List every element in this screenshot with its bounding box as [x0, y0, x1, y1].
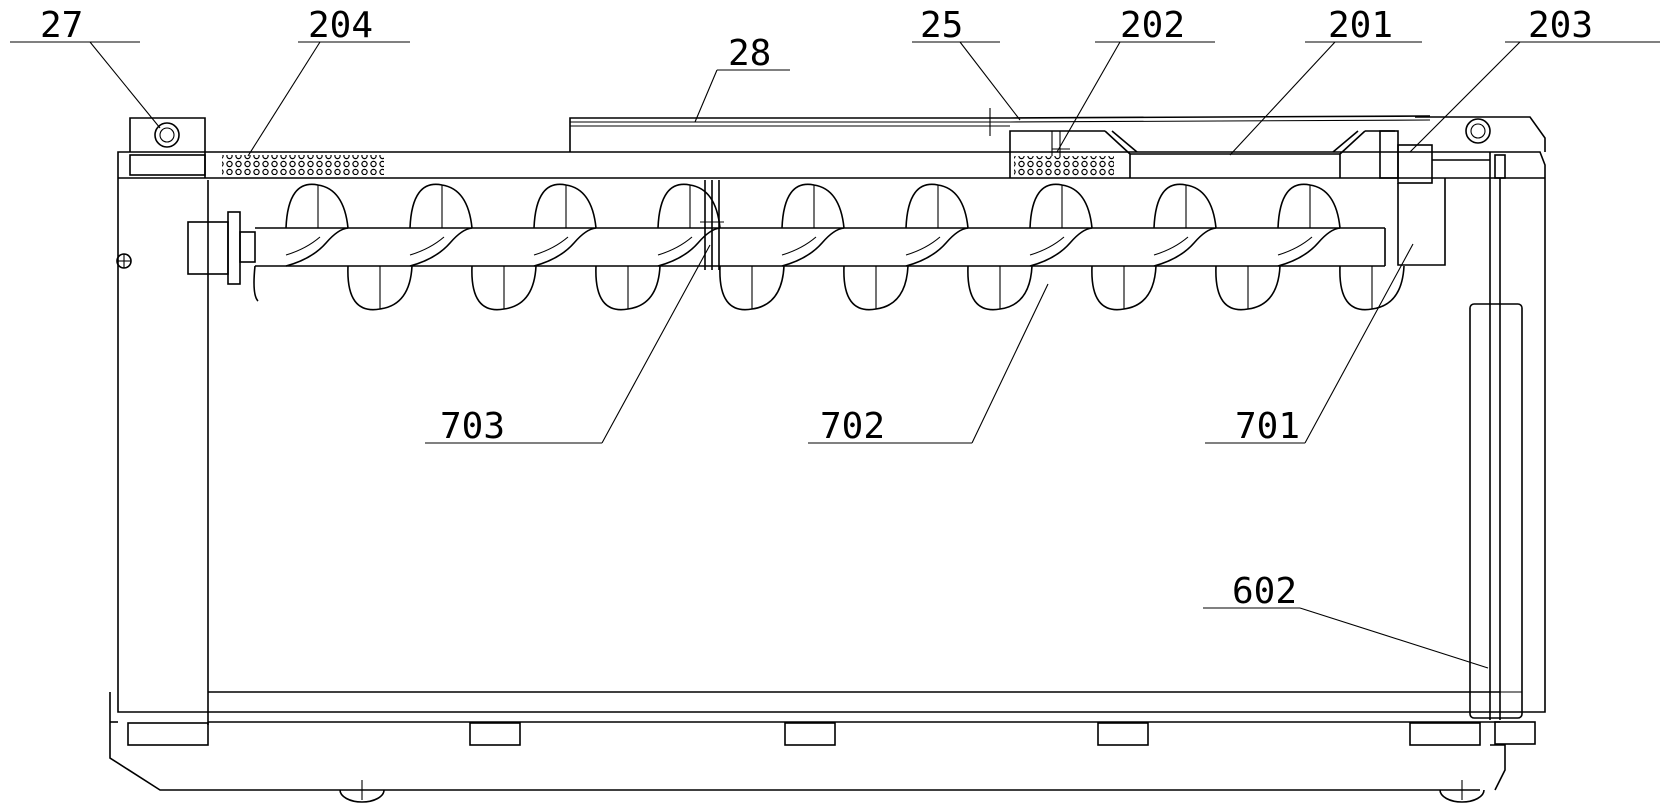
- label-703: 703: [440, 406, 505, 447]
- screw-flight: [905, 183, 969, 229]
- reference-labels: 27 204 28 25 202 201 203 703 702 701 602: [40, 5, 1593, 612]
- discharge-outlet: [1397, 116, 1546, 266]
- label-202: 202: [1120, 5, 1185, 46]
- leader-lines: [10, 41, 1660, 669]
- housing-frame: [109, 151, 1546, 803]
- top-left-bracket: [129, 117, 206, 178]
- screw-flight: [1153, 236, 1189, 256]
- screw-flight: [781, 236, 817, 256]
- screw-flight: [285, 183, 349, 229]
- feed-opening: [1009, 130, 1399, 179]
- screw-flight: [657, 236, 693, 256]
- label-201: 201: [1328, 5, 1393, 46]
- screw-flight: [1277, 236, 1313, 256]
- screw-flight: [1153, 183, 1217, 229]
- screw-flight: [1277, 227, 1341, 267]
- screw-flight: [285, 236, 321, 256]
- screw-flight: [1153, 227, 1217, 267]
- screw-flight: [533, 183, 597, 229]
- screw-flight: [905, 227, 969, 267]
- label-701: 701: [1235, 406, 1300, 447]
- screw-flight: [657, 227, 721, 267]
- screw-flight: [905, 236, 941, 256]
- screw-flight: [533, 227, 597, 267]
- screw-flight: [657, 183, 721, 229]
- screw-flight: [409, 236, 445, 256]
- label-25: 25: [920, 5, 963, 46]
- screw-flight: [285, 227, 349, 267]
- screw-flight: [1277, 183, 1341, 229]
- side-door: [1469, 178, 1536, 791]
- label-204: 204: [308, 5, 373, 46]
- screw-flight: [781, 183, 845, 229]
- label-702: 702: [820, 406, 885, 447]
- perforated-strip-left: [222, 155, 384, 175]
- screw-flight: [1029, 236, 1065, 256]
- screw-flights: [253, 183, 1405, 311]
- screw-flight: [1029, 227, 1093, 267]
- screw-shaft: [187, 211, 1386, 285]
- screw-flight: [409, 183, 473, 229]
- screw-flight: [409, 227, 473, 267]
- label-28: 28: [728, 33, 771, 74]
- screw-flight: [1029, 183, 1093, 229]
- label-27: 27: [40, 5, 83, 46]
- screw-flight: [533, 236, 569, 256]
- screw-flight: [781, 227, 845, 267]
- screw-flight: [253, 265, 259, 302]
- label-203: 203: [1528, 5, 1593, 46]
- label-602: 602: [1232, 571, 1297, 612]
- top-cover-plate: [569, 108, 1431, 152]
